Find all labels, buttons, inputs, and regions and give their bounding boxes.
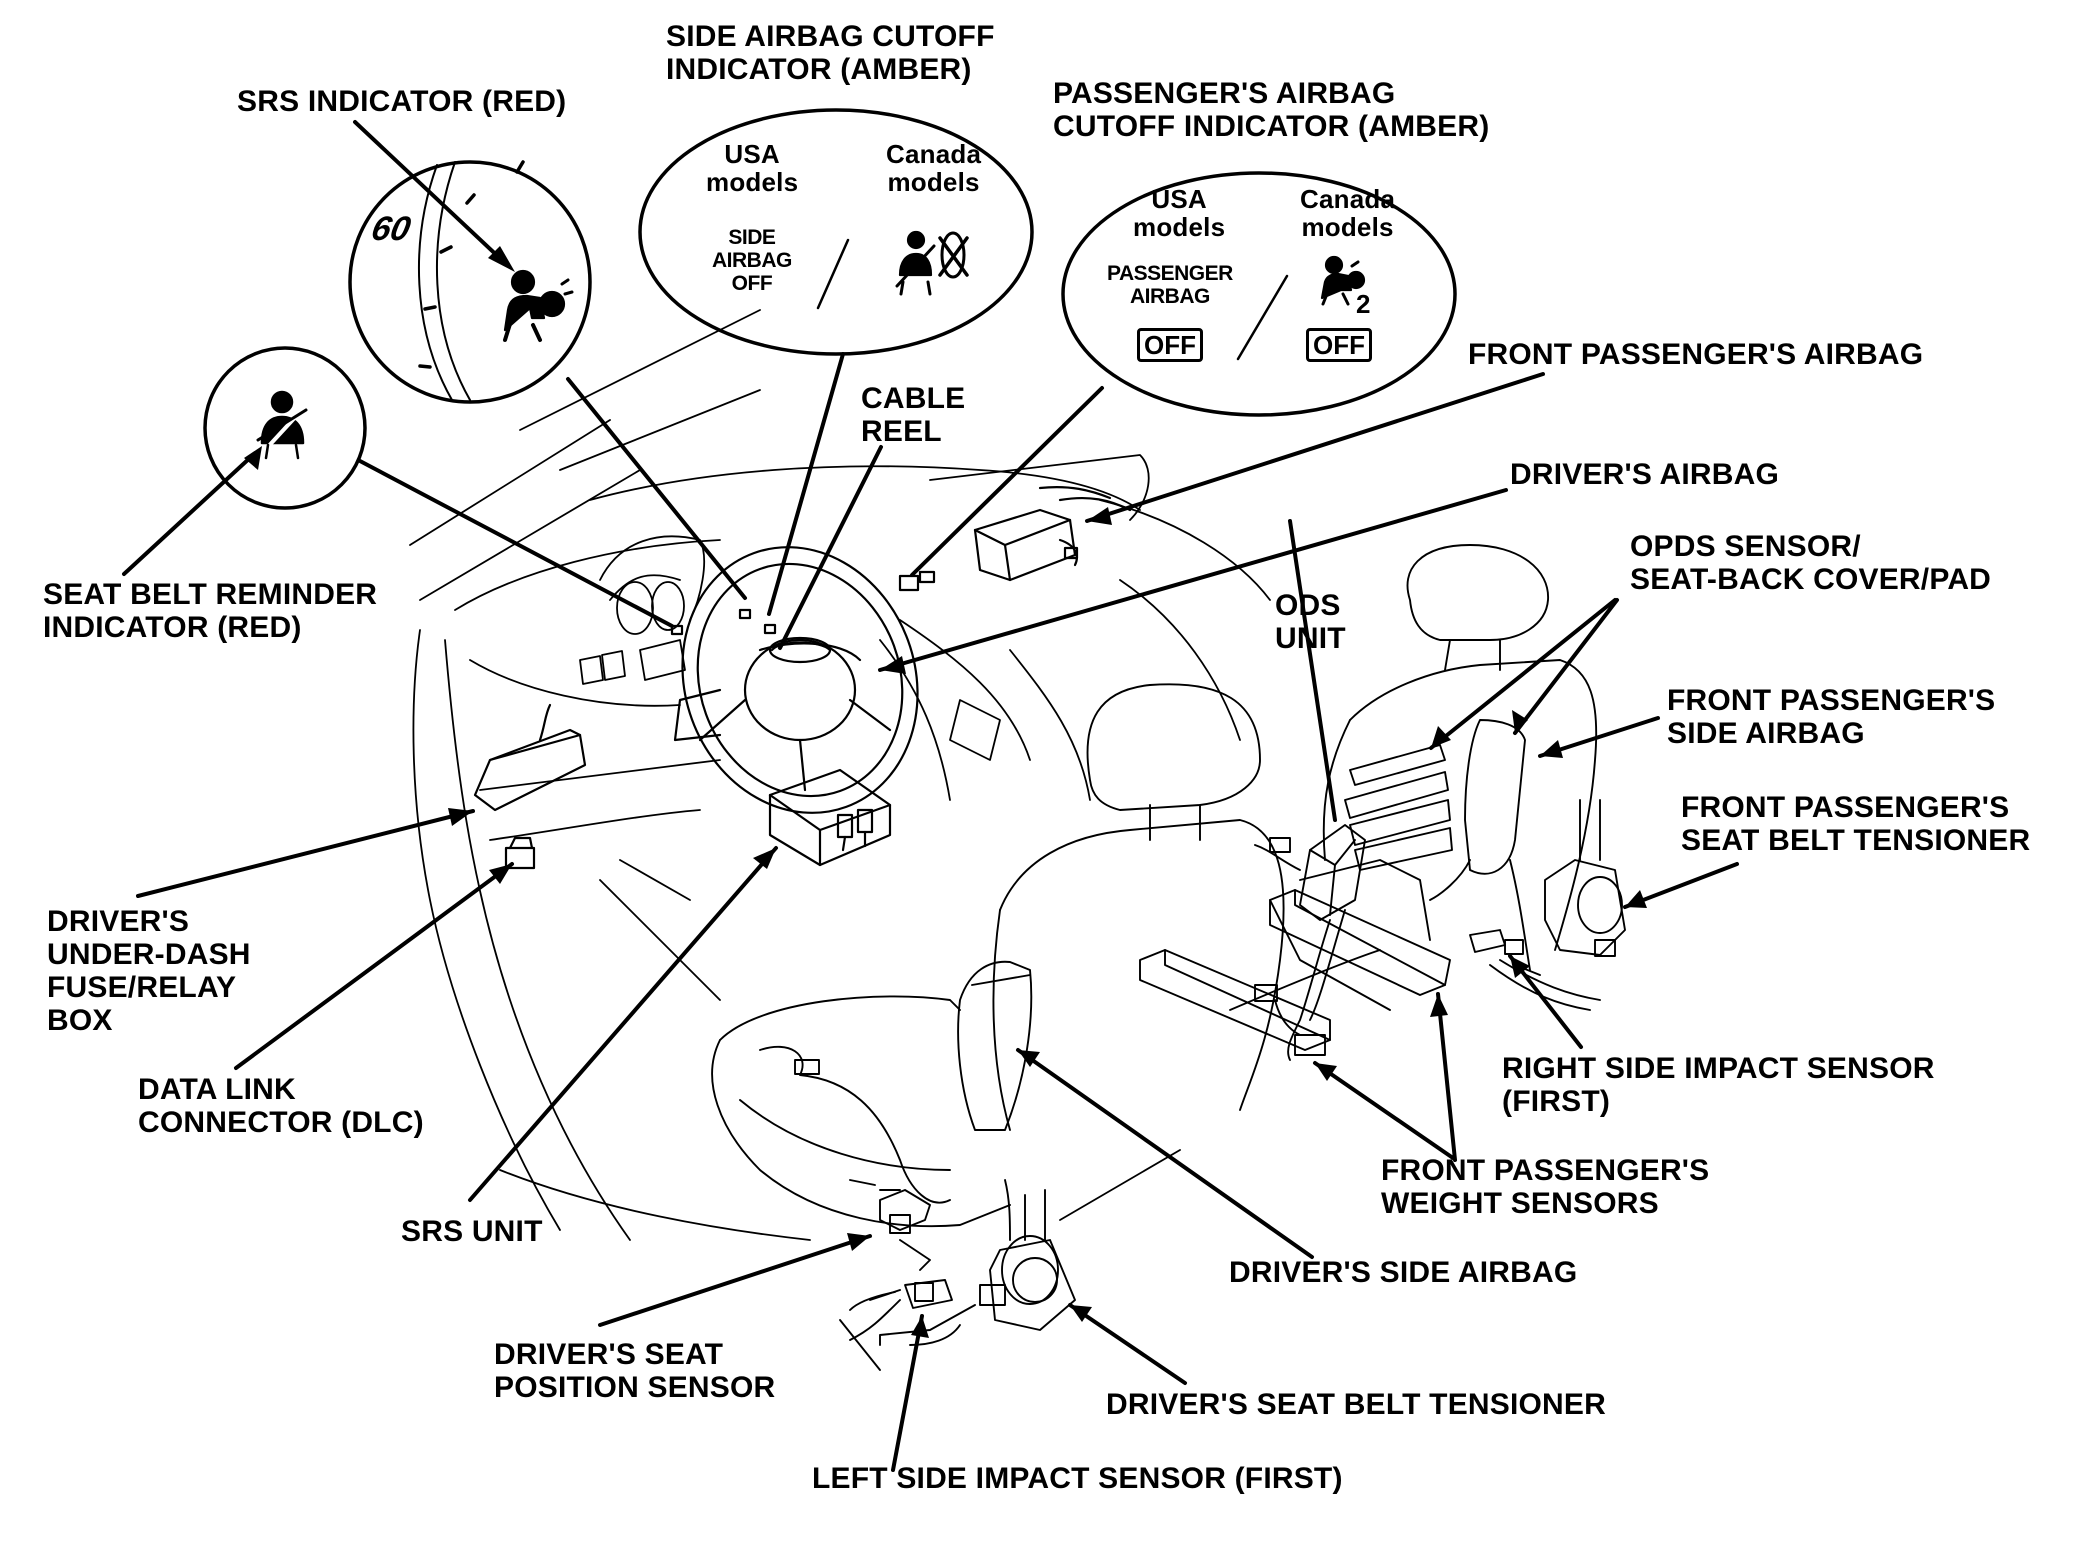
gauge-speed-marking: 60 <box>368 210 414 248</box>
passenger-airbag-off-icon <box>1322 257 1364 304</box>
srs-airbag-icon <box>505 271 572 340</box>
label-side-airbag-cutoff: SIDE AIRBAG CUTOFF INDICATOR (AMBER) <box>666 20 995 86</box>
label-ods-unit: ODS UNIT <box>1275 589 1346 655</box>
passenger-cutoff-usa-label: USA models <box>1133 184 1226 242</box>
passenger-cutoff-canada-label: Canada models <box>1300 184 1396 242</box>
label-passenger-airbag-cutoff: PASSENGER'S AIRBAG CUTOFF INDICATOR (AMB… <box>1053 77 1490 143</box>
label-under-dash-fuse-box: DRIVER'S UNDER-DASH FUSE/RELAY BOX <box>47 905 251 1037</box>
side-airbag-cutoff-bubble <box>640 110 1032 354</box>
arrowheads <box>244 246 1647 1338</box>
usa-off-indicator: OFF <box>1137 328 1203 362</box>
label-right-side-impact-sensor: RIGHT SIDE IMPACT SENSOR (FIRST) <box>1502 1052 1935 1118</box>
label-front-passenger-side-airbag: FRONT PASSENGER'S SIDE AIRBAG <box>1667 684 1996 750</box>
label-front-passenger-weight-sensors: FRONT PASSENGER'S WEIGHT SENSORS <box>1381 1154 1710 1220</box>
side-airbag-off-icon <box>897 232 967 294</box>
passenger-icon-2: 2 <box>1356 289 1371 319</box>
driver-seat-belt-tensioner <box>880 1180 1075 1345</box>
label-front-passenger-airbag: FRONT PASSENGER'S AIRBAG <box>1468 338 1924 371</box>
model-divider <box>1238 276 1287 359</box>
srs-unit-box <box>770 770 890 865</box>
label-front-passenger-seat-belt-tensioner: FRONT PASSENGER'S SEAT BELT TENSIONER <box>1681 791 2031 857</box>
side-cutoff-canada-label: Canada models <box>886 139 982 197</box>
dash-indicator-panel <box>672 572 934 634</box>
passenger-seat <box>1140 545 1596 1060</box>
side-cutoff-usa-label: USA models <box>706 139 799 197</box>
label-drivers-seat-belt-tensioner: DRIVER'S SEAT BELT TENSIONER <box>1106 1388 1606 1421</box>
front-passenger-airbag-module <box>975 487 1130 580</box>
left-side-impact-sensor <box>840 1280 952 1370</box>
under-dash-fuse-relay-box <box>475 705 585 810</box>
passenger-airbag-text: PASSENGER AIRBAG <box>1107 262 1233 308</box>
label-left-side-impact-sensor: LEFT SIDE IMPACT SENSOR (FIRST) <box>812 1462 1343 1495</box>
passenger-seat-belt-tensioner <box>1510 800 1625 970</box>
label-seat-belt-reminder: SEAT BELT REMINDER INDICATOR (RED) <box>43 578 378 644</box>
seat-belt-reminder-bubble <box>205 348 365 508</box>
label-drivers-airbag: DRIVER'S AIRBAG <box>1510 458 1780 491</box>
label-srs-indicator: SRS INDICATOR (RED) <box>237 85 567 118</box>
label-data-link-connector: DATA LINK CONNECTOR (DLC) <box>138 1073 424 1139</box>
data-link-connector <box>506 838 534 868</box>
side-airbag-off-text: SIDE AIRBAG OFF <box>712 226 792 295</box>
label-cable-reel: CABLE REEL <box>861 382 966 448</box>
leader-lines <box>124 122 1737 1470</box>
right-side-impact-sensor <box>1470 930 1600 1010</box>
canada-off-indicator: OFF <box>1306 328 1372 362</box>
passenger-airbag-cutoff-bubble <box>1063 173 1455 415</box>
label-drivers-seat-position-sensor: DRIVER'S SEAT POSITION SENSOR <box>494 1338 776 1404</box>
label-srs-unit: SRS UNIT <box>401 1215 543 1248</box>
srs-indicator-bubble <box>350 162 590 402</box>
driver-seat <box>712 684 1283 1270</box>
seat-belt-reminder-icon <box>258 392 306 458</box>
label-drivers-side-airbag: DRIVER'S SIDE AIRBAG <box>1229 1256 1578 1289</box>
label-opds-sensor: OPDS SENSOR/ SEAT-BACK COVER/PAD <box>1630 530 1992 596</box>
model-divider <box>818 240 848 308</box>
